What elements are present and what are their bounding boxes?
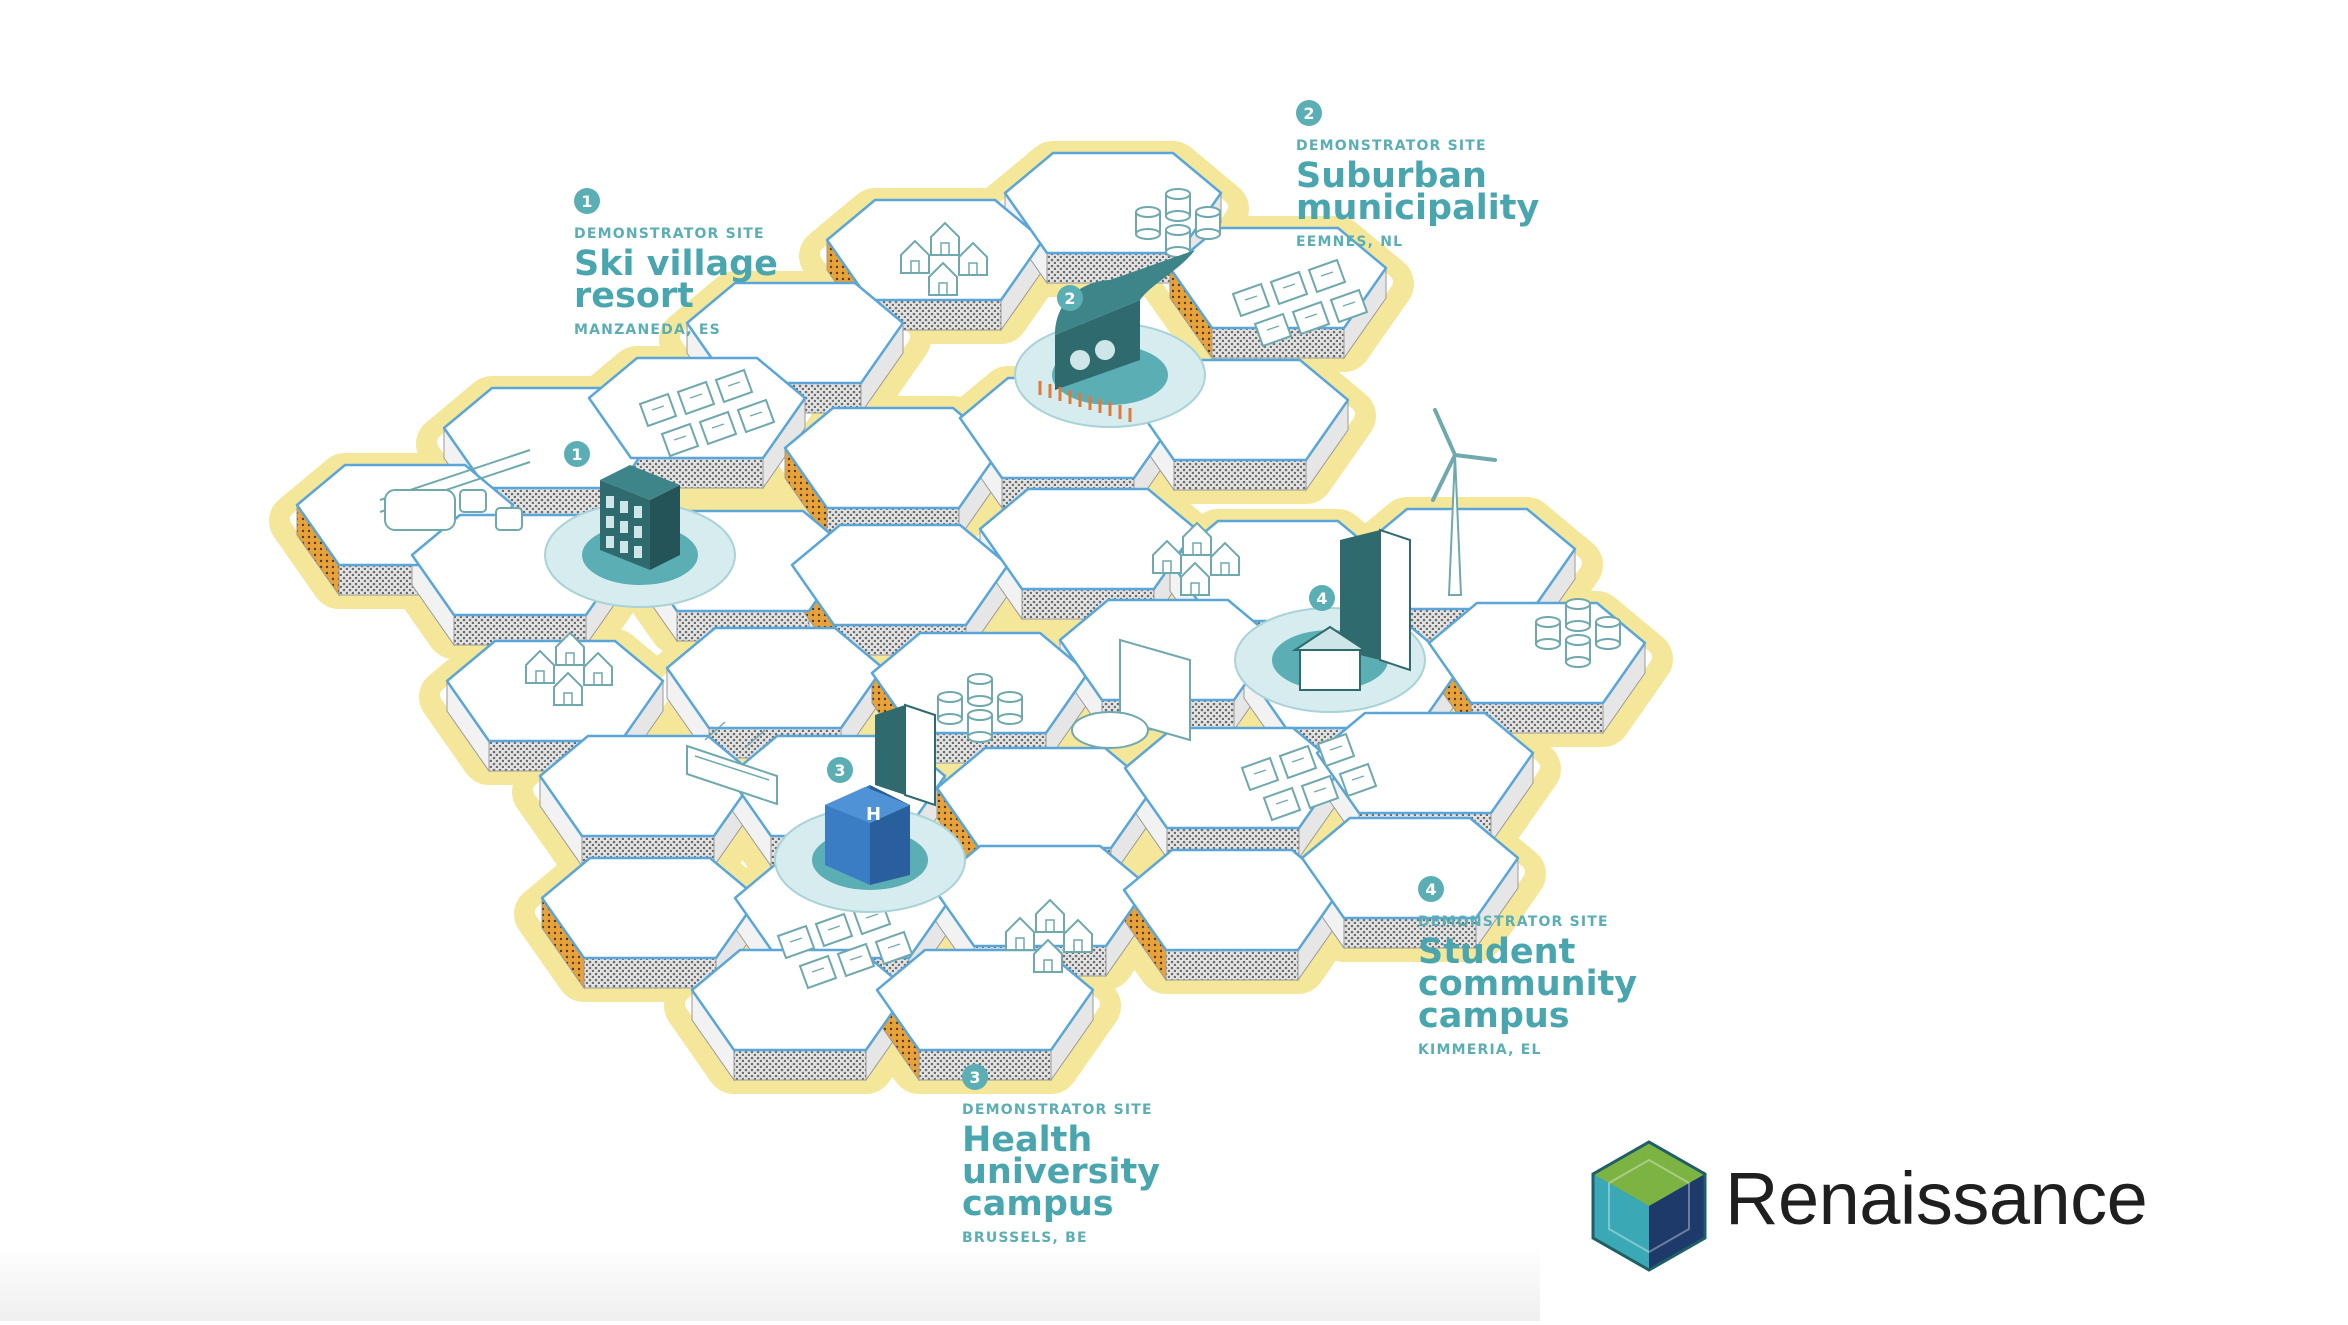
site-title-line: community: [1418, 964, 1638, 1004]
site-title-line: campus: [962, 1184, 1114, 1224]
site-location: BRUSSELS, BE: [962, 1230, 1088, 1246]
office-building-icon: [1071, 638, 1191, 749]
map-marker: [564, 441, 590, 467]
tile-side: [1173, 459, 1307, 491]
site-title: Suburban municipality: [1296, 156, 1540, 228]
solar-panels-icon: [1231, 258, 1369, 348]
solar-panels-icon: [638, 368, 776, 458]
ski-hotel-icon: [600, 465, 680, 570]
site-title-line: university: [962, 1152, 1161, 1192]
hospital-sign: H: [866, 804, 881, 825]
map-marker-number: 2: [1064, 289, 1075, 308]
house-cluster-icon: [900, 221, 988, 296]
site-kicker: DEMONSTRATOR SITE: [574, 226, 765, 242]
map-marker: [1309, 585, 1335, 611]
bottom-fade: [0, 1245, 1540, 1321]
wind-turbine-icon: [1431, 408, 1497, 596]
house-cluster-icon: [1152, 521, 1240, 596]
site-number-badge: 4: [1418, 876, 1444, 902]
map-marker: [827, 757, 853, 783]
map-marker-number: 3: [834, 761, 845, 780]
hex-tile: [540, 856, 760, 960]
hex-tile: [875, 948, 1095, 1052]
site-location: EEMNES, NL: [1296, 234, 1404, 250]
campus-tower-icon: [1340, 528, 1411, 672]
site-label-3: 3 DEMONSTRATOR SITE Health university ca…: [962, 1064, 1160, 1246]
hex-tile: [790, 523, 1010, 627]
tile-side: [733, 1049, 867, 1081]
tile-side: [1165, 949, 1299, 981]
hex-tile: [665, 626, 885, 730]
site-title-line: Health: [962, 1120, 1093, 1160]
map-marker-number: 4: [1316, 589, 1327, 608]
house-cluster-icon: [525, 631, 613, 706]
tile-side: [583, 957, 717, 989]
site-title-line: Student: [1418, 932, 1576, 972]
hex-tile: [1300, 816, 1520, 920]
logo-wordmark: Renaissance: [1725, 1157, 2148, 1240]
hex-tile: [1123, 726, 1343, 830]
site-number-badge: 1: [574, 188, 600, 214]
storage-tanks-icon: [1535, 598, 1621, 668]
ski-lift-icon: [379, 449, 531, 531]
hex-tile: [935, 746, 1155, 850]
site-title-line: municipality: [1296, 188, 1540, 228]
site-location: MANZANEDA, ES: [574, 322, 721, 338]
hospital-tower-icon: [875, 703, 936, 807]
map-marker: [1057, 285, 1083, 311]
hexagon-cube-icon: [1591, 1140, 1707, 1272]
tram-icon: [686, 721, 778, 806]
renaissance-logo: Renaissance: [1585, 1138, 2225, 1278]
site-kicker: DEMONSTRATOR SITE: [1296, 138, 1487, 154]
campus-hall-icon: [1291, 625, 1369, 691]
site-title: Health university campus: [962, 1120, 1161, 1224]
site-location: KIMMERIA, EL: [1418, 1042, 1542, 1058]
solar-panels-icon: [1240, 732, 1378, 822]
site-kicker: DEMONSTRATOR SITE: [962, 1102, 1153, 1118]
site-title-line: resort: [574, 276, 694, 316]
hex-tile: [1427, 601, 1647, 705]
site-title: Student community campus: [1418, 932, 1638, 1036]
house-cluster-icon: [1005, 898, 1093, 973]
site-title-line: campus: [1418, 996, 1570, 1036]
site-number-badge: 2: [1296, 100, 1322, 126]
hex-tile: [1315, 711, 1535, 815]
site-title-line: Ski village: [574, 244, 778, 284]
site-title: Ski village resort: [574, 244, 778, 316]
site-label-4: 4 DEMONSTRATOR SITE Student community ca…: [1418, 876, 1637, 1058]
hospital-icon: [825, 785, 910, 885]
site-number-badge: 3: [962, 1064, 988, 1090]
site-title-line: Suburban: [1296, 156, 1487, 196]
map-marker-number: 1: [571, 445, 582, 464]
site-label-1: 1 DEMONSTRATOR SITE Ski village resort M…: [574, 188, 778, 338]
site-label-2: 2 DEMONSTRATOR SITE Suburban municipalit…: [1296, 100, 1539, 250]
storage-tanks-icon: [937, 673, 1023, 743]
barn-icon: [1055, 250, 1195, 390]
site-kicker: DEMONSTRATOR SITE: [1418, 914, 1609, 930]
